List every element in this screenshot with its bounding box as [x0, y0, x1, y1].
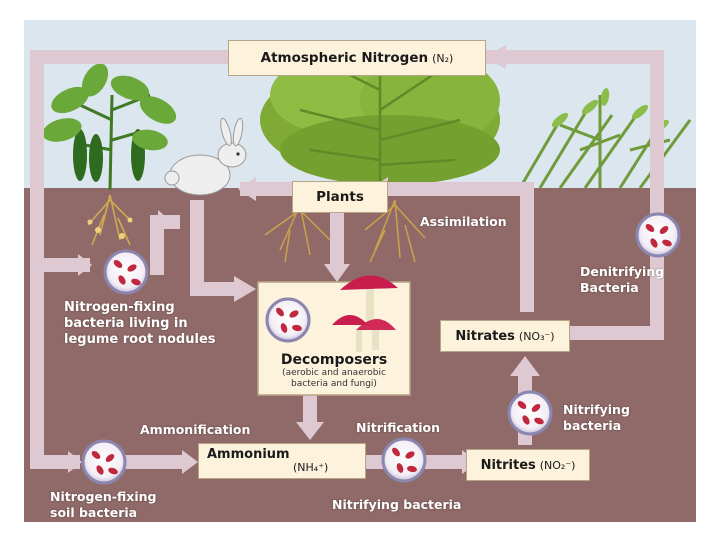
nitrifying-bottom-label: Nitrifying bacteria	[332, 497, 461, 512]
denitrifying-label-1: Denitrifying	[580, 264, 664, 279]
decomposers-subtitle-1: (aerobic and anaerobic	[258, 368, 410, 379]
ammonium-formula: (NH₄⁺)	[293, 461, 328, 474]
nitrifying-right-label-2: bacteria	[563, 418, 621, 433]
nitrites-formula: (NO₂⁻)	[540, 459, 576, 472]
legume-label-3: legume root nodules	[64, 332, 216, 347]
bacteria-bubble-soil	[83, 441, 125, 483]
ammonification-label: Ammonification	[140, 422, 250, 437]
decomposers-text: Decomposers (aerobic and anaerobic bacte…	[258, 352, 410, 390]
assimilation-label: Assimilation	[420, 214, 507, 229]
bacteria-bubble-nodules	[105, 251, 147, 293]
ammonium-title: Ammonium	[207, 447, 290, 462]
ammonium-box: Ammonium (NH₄⁺)	[198, 443, 366, 479]
bacteria-bubble-nitrifying-bottom	[383, 439, 425, 481]
nitrates-formula: (NO₃⁻)	[519, 330, 555, 343]
plants-box: Plants	[292, 181, 388, 213]
decomposers-subtitle-2: bacteria and fungi)	[258, 379, 410, 390]
soil-bacteria-label-1: Nitrogen-fixing	[50, 489, 156, 504]
legume-label-1: Nitrogen-fixing	[64, 300, 175, 315]
plants-title: Plants	[316, 189, 364, 205]
nitrification-label: Nitrification	[356, 420, 440, 435]
denitrifying-label-2: Bacteria	[580, 280, 639, 295]
nitrites-box: Nitrites (NO₂⁻)	[466, 449, 590, 481]
bacteria-bubble-denitrifying	[637, 214, 679, 256]
atmospheric-nitrogen-box: Atmospheric Nitrogen (N₂)	[228, 40, 486, 76]
soil-bacteria-label-2: soil bacteria	[50, 505, 137, 520]
atmospheric-nitrogen-title: Atmospheric Nitrogen	[261, 50, 428, 66]
bacteria-bubble-decomposers	[267, 299, 309, 341]
atmospheric-nitrogen-formula: (N₂)	[432, 52, 453, 65]
decomposers-title: Decomposers	[258, 352, 410, 368]
nitrites-title: Nitrites	[481, 458, 536, 473]
nitrates-box: Nitrates (NO₃⁻)	[440, 320, 570, 352]
nitrates-title: Nitrates	[455, 329, 515, 344]
legume-label-2: bacteria living in	[64, 316, 188, 331]
nitrifying-right-label-1: Nitrifying	[563, 402, 630, 417]
bacteria-bubble-nitrifying-right	[509, 392, 551, 434]
rabbit-eye	[236, 152, 239, 155]
